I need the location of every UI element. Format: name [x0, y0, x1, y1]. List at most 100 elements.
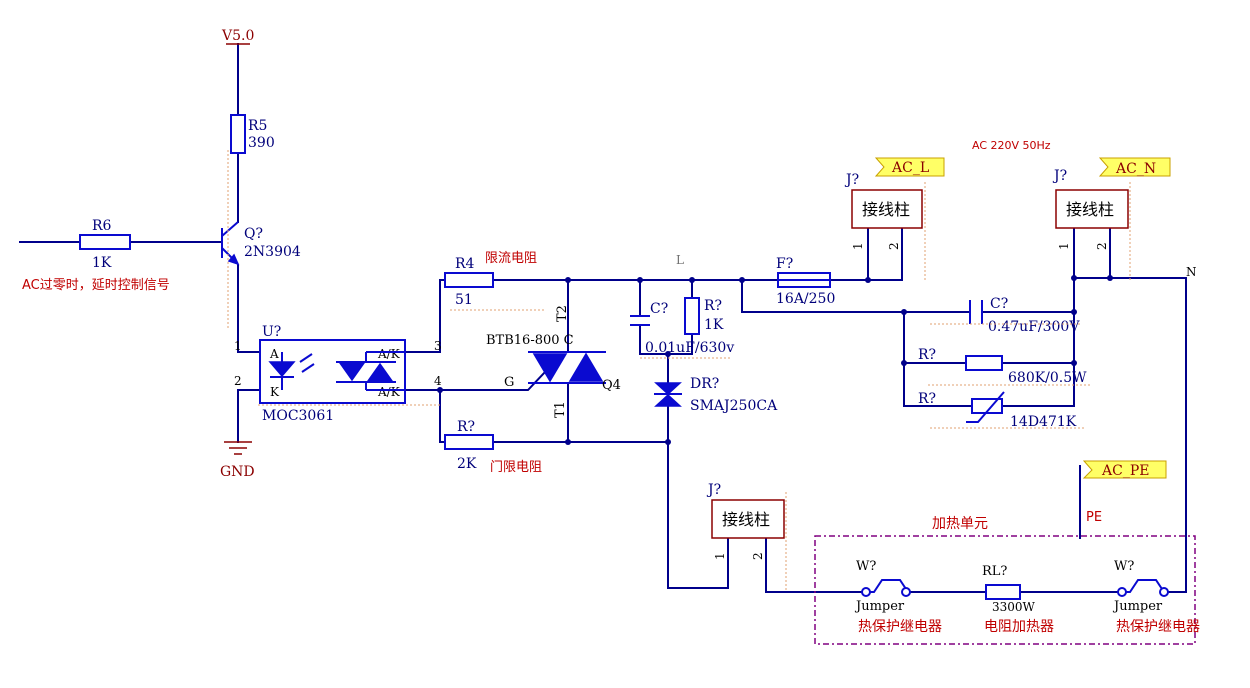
vcc-label: V5.0 [221, 28, 254, 44]
resistor-r6[interactable]: R6 1K [79, 218, 131, 271]
transistor-collector [221, 221, 239, 237]
heating-unit: 加热单元 W? Jumper 热保护继电器 RL? 3300W 电阻加热器 W?… [814, 516, 1200, 645]
rgate-ref: R? [457, 419, 475, 435]
junction-dot [637, 277, 643, 283]
port-ac-l: AC_L [874, 157, 945, 177]
transistor-q[interactable]: Q? 2N3904 [221, 221, 301, 266]
u-ref: U? [262, 324, 281, 340]
rsnub-value: 1K [704, 317, 724, 333]
wire-u4-rgate [404, 389, 446, 443]
fuse-ref: F? [776, 256, 793, 272]
heating-unit-box [814, 535, 1196, 645]
jumper-w1[interactable]: W? Jumper 热保护继电器 [854, 559, 942, 635]
w2-value: Jumper [1112, 599, 1163, 614]
wire-fuse-jl [829, 227, 869, 281]
varistor-slash-icon [966, 391, 1005, 423]
jumper-w2[interactable]: W? Jumper 热保护继电器 [1112, 559, 1200, 635]
tvs-icon-2 [654, 393, 682, 407]
optocoupler-body [259, 339, 406, 404]
csnub-ref: C? [650, 301, 668, 317]
resistor-body [965, 355, 1003, 371]
u-pin-ak2: A/K [377, 385, 401, 399]
heating-unit-title: 加热单元 [932, 516, 988, 532]
jl-pin-1: 1 [851, 242, 865, 250]
vcc-symbol: V5.0 [221, 28, 254, 45]
heater-body [985, 584, 1021, 600]
u-pin-ak1: A/K [377, 347, 401, 361]
triac-gate-label: G [504, 375, 514, 390]
net-n-label: N [1186, 265, 1197, 279]
rvar-value: 14D471K [1010, 414, 1077, 430]
capacitor-x[interactable]: C? 0.47uF/300V [969, 296, 1080, 335]
terminal-body [1055, 189, 1129, 229]
resistor-bleed[interactable]: R? 680K/0.5W [918, 347, 1087, 386]
r6-ref: R6 [92, 218, 112, 234]
wire-l-var [903, 311, 973, 407]
jumper-pin-icon [901, 587, 911, 597]
w1-ref: W? [856, 559, 876, 574]
terminal-jl[interactable]: 接线柱 J? 1 2 [844, 172, 923, 250]
resistor-body [444, 434, 494, 450]
r6-value: 1K [92, 255, 112, 271]
net-l-label: L [676, 253, 684, 267]
driver-triac-icon-2 [366, 362, 394, 382]
rl-ref: RL? [982, 564, 1007, 579]
junction-dot [665, 439, 671, 445]
terminal-jn[interactable]: 接线柱 J? 1 2 [1052, 168, 1129, 250]
rbleed-ref: R? [918, 347, 936, 363]
jl-label: 接线柱 [862, 200, 910, 219]
varistor[interactable]: R? 14D471K [918, 391, 1077, 430]
resistor-rgate[interactable]: R? 2K 门限电阻 [444, 419, 542, 475]
wires [19, 43, 1187, 593]
jumper-pin-icon [861, 587, 871, 597]
triac-q4[interactable]: BTB16-800 C Q4 G T2 T1 [486, 305, 621, 418]
resistor-snubber[interactable]: R? 1K [684, 297, 724, 335]
rbleed-value: 680K/0.5W [1008, 370, 1087, 386]
port-ac-n: AC_N [1098, 157, 1171, 177]
tvs-ref: DR? [690, 376, 719, 392]
optocoupler-u[interactable]: U? MOC3061 A K A/K A/K 1 2 3 4 [234, 324, 442, 424]
wire-u4-gate [439, 370, 547, 391]
r4-note: 限流电阻 [485, 251, 537, 266]
resistor-r4[interactable]: R4 51 限流电阻 [444, 251, 537, 308]
light-arrow-1-icon [299, 353, 313, 363]
port-shape [1082, 460, 1167, 479]
capacitor-snubber[interactable]: C? 0.01uF/630v [630, 301, 734, 356]
jn-pin-1: 1 [1057, 242, 1071, 250]
cx-value: 0.47uF/300V [988, 319, 1080, 335]
w2-note: 热保护继电器 [1116, 619, 1200, 635]
triac-ref: Q4 [602, 378, 621, 393]
tvs-icon [654, 382, 682, 396]
resistor-body [79, 234, 131, 250]
jn-pin-2: 2 [1095, 242, 1109, 250]
jl-pin-2: 2 [887, 242, 901, 250]
q-value: 2N3904 [244, 244, 301, 260]
port-ac-pe: AC_PE [1082, 460, 1167, 479]
r5-ref: R5 [248, 118, 267, 134]
wire-var-n [1001, 227, 1075, 407]
jl-ref: J? [844, 172, 859, 188]
jn-ref: J? [1052, 168, 1067, 184]
jn-label: 接线柱 [1066, 200, 1114, 219]
tvs-diode[interactable]: DR? SMAJ250CA [654, 376, 778, 414]
junction-dot [1071, 360, 1077, 366]
junction-dot [1071, 309, 1077, 315]
resistor-body [684, 297, 700, 335]
wire-j-w1 [765, 537, 863, 593]
w1-note: 热保护继电器 [858, 619, 942, 635]
light-arrow-2-icon [301, 363, 315, 373]
u-pin-num-1: 1 [234, 339, 242, 353]
port-shape [874, 157, 945, 177]
heater-rl[interactable]: RL? 3300W 电阻加热器 [982, 564, 1054, 635]
terminal-jload[interactable]: 接线柱 J? 1 2 [706, 482, 785, 560]
fuse-f[interactable]: F? 16A/250 [776, 256, 835, 307]
w1-value: Jumper [854, 599, 905, 614]
gnd-symbol: GND [220, 441, 255, 480]
u-pin-num-2: 2 [234, 374, 242, 388]
port-ac-n-label: AC_N [1115, 161, 1156, 177]
u-pin-num-3: 3 [434, 339, 442, 353]
resistor-body [230, 114, 246, 154]
u-pin-num-4: 4 [434, 374, 442, 388]
resistor-r5[interactable]: R5 390 [230, 114, 275, 154]
r5-value: 390 [248, 135, 275, 151]
